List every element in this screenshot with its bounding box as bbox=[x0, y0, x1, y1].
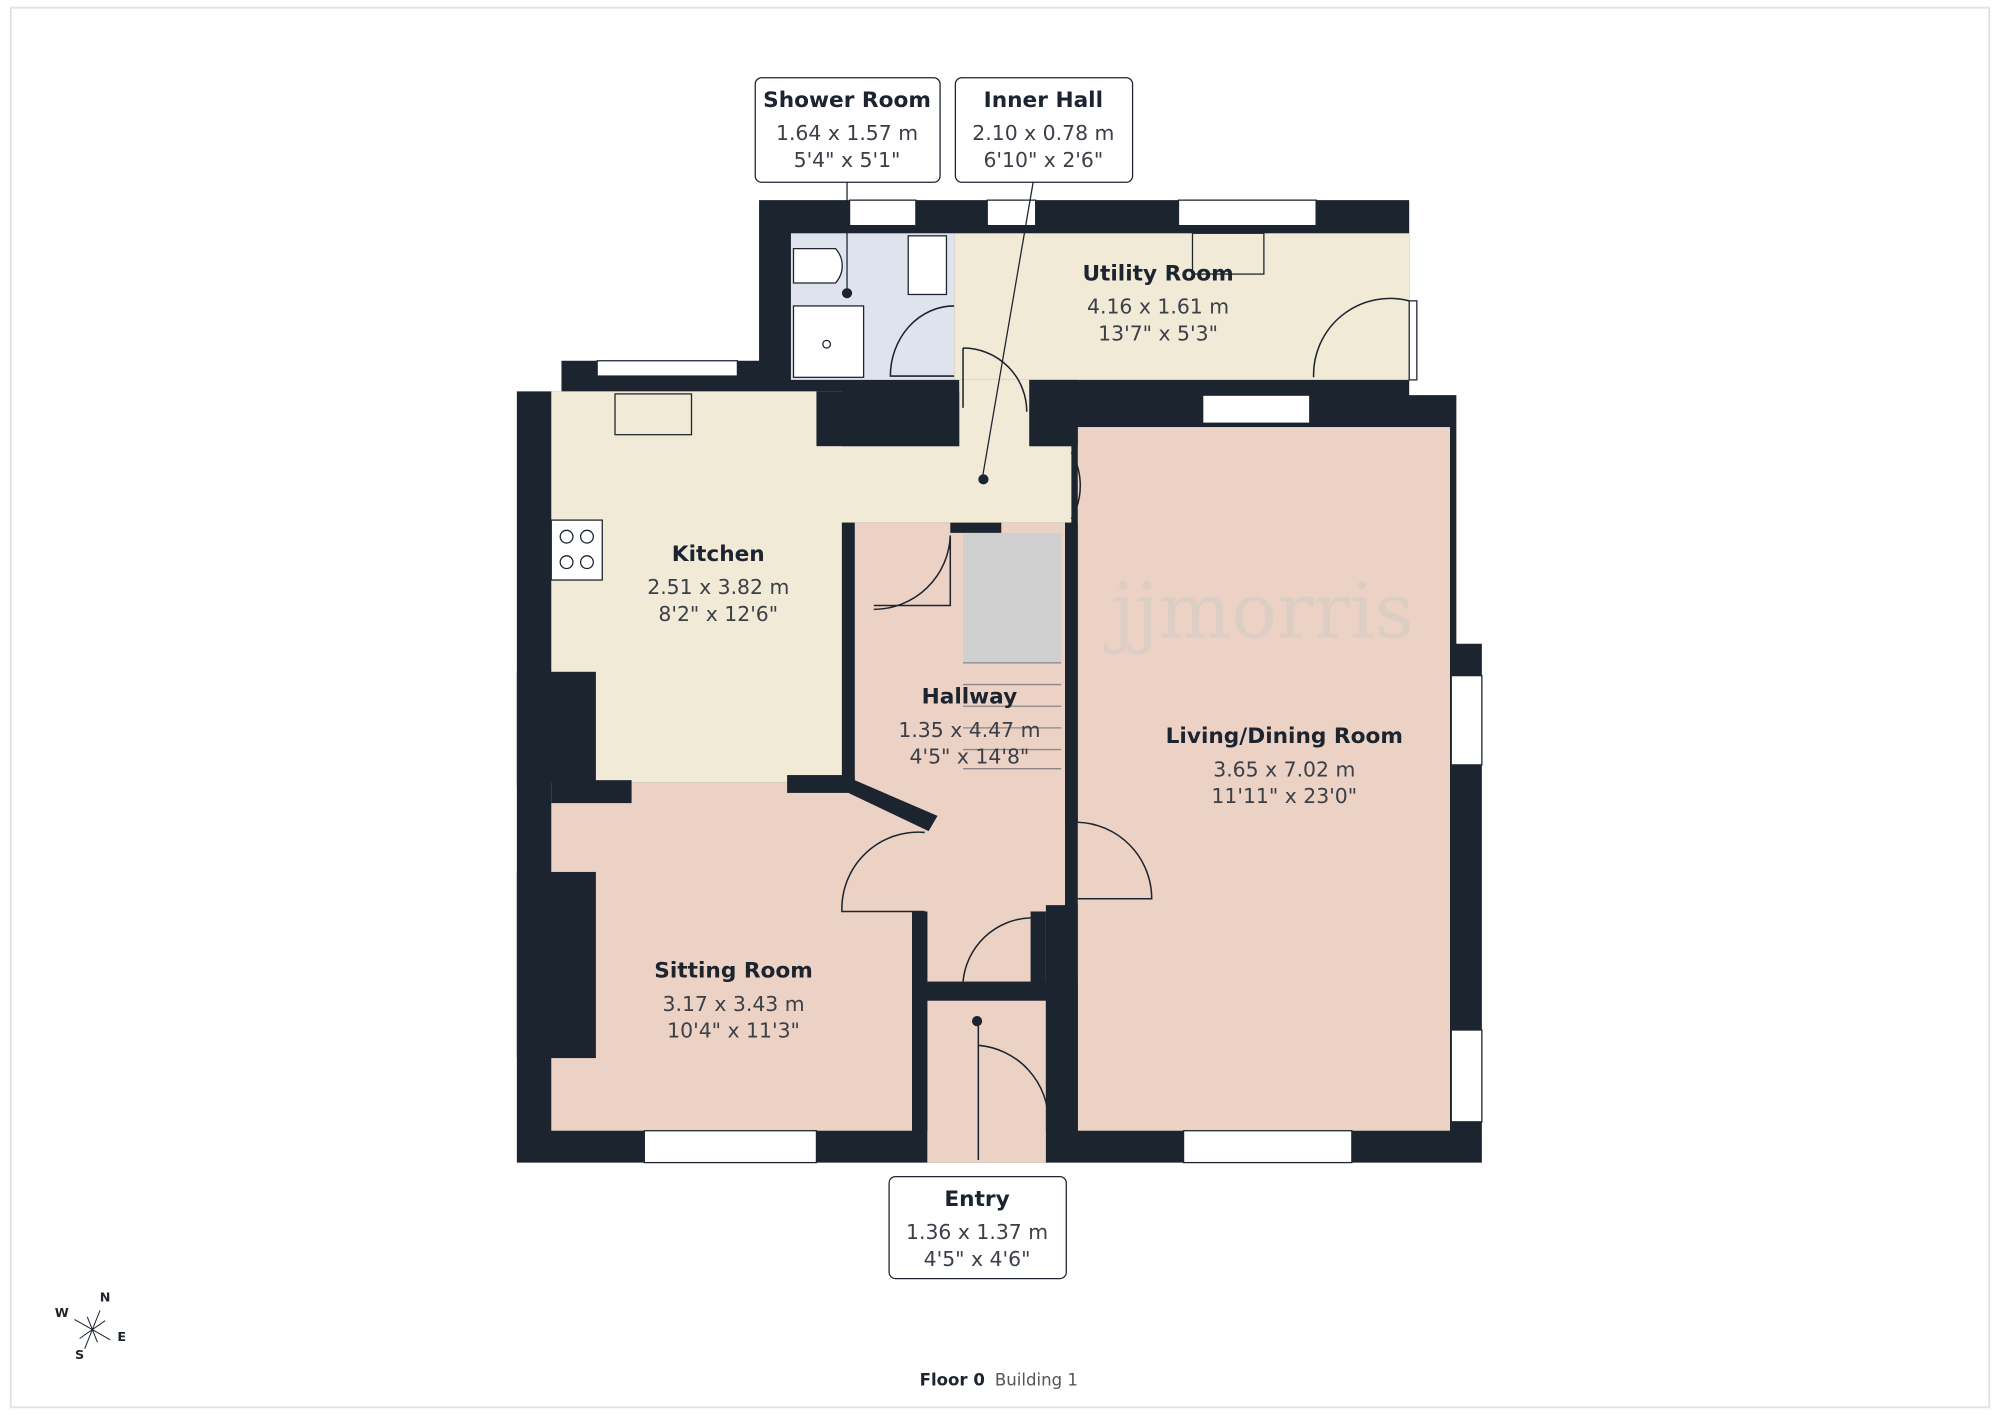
svg-text:8'2" x 12'6": 8'2" x 12'6" bbox=[658, 602, 778, 626]
compass-icon: N W E S bbox=[55, 1291, 126, 1363]
callout-shower-room: Shower Room 1.64 x 1.57 m 5'4" x 5'1" bbox=[754, 77, 941, 299]
room-label-kitchen: Kitchen 2.51 x 3.82 m 8'2" x 12'6" bbox=[647, 542, 789, 626]
svg-text:5'4" x 5'1": 5'4" x 5'1" bbox=[794, 148, 901, 172]
interior-walls bbox=[551, 379, 1078, 1131]
svg-text:4'5" x 14'8": 4'5" x 14'8" bbox=[910, 745, 1030, 769]
svg-text:S: S bbox=[75, 1348, 84, 1363]
inner-hall-neck bbox=[959, 379, 1030, 457]
svg-text:6'10" x 2'6": 6'10" x 2'6" bbox=[983, 148, 1103, 172]
room-fills bbox=[516, 233, 1450, 1163]
utility-floor bbox=[954, 233, 1410, 380]
svg-text:W: W bbox=[55, 1306, 69, 1321]
svg-text:Kitchen: Kitchen bbox=[672, 542, 765, 567]
svg-text:3.65 x 7.02 m: 3.65 x 7.02 m bbox=[1213, 757, 1355, 781]
room-label-sitting: Sitting Room 3.17 x 3.43 m 10'4" x 11'3" bbox=[654, 959, 813, 1043]
svg-text:2.10 x 0.78 m: 2.10 x 0.78 m bbox=[972, 121, 1114, 145]
room-label-living: Living/Dining Room 3.65 x 7.02 m 11'11" … bbox=[1166, 724, 1403, 808]
svg-text:1.36 x 1.37 m: 1.36 x 1.37 m bbox=[906, 1220, 1048, 1244]
inner-hall-floor bbox=[816, 446, 1072, 523]
svg-text:E: E bbox=[117, 1330, 126, 1345]
watermark: jjmorris bbox=[1103, 567, 1414, 656]
room-label-utility: Utility Room 4.16 x 1.61 m 13'7" x 5'3" bbox=[1082, 261, 1233, 345]
callout-entry: Entry 1.36 x 1.37 m 4'5" x 4'6" bbox=[888, 1015, 1067, 1280]
kitchen-wall-step bbox=[516, 671, 596, 787]
svg-text:3.17 x 3.43 m: 3.17 x 3.43 m bbox=[663, 992, 805, 1016]
building-label: Building 1 bbox=[995, 1371, 1078, 1390]
callout-inner-hall: Inner Hall 2.10 x 0.78 m 6'10" x 2'6" bbox=[954, 77, 1134, 485]
stairs bbox=[963, 532, 1062, 663]
svg-text:Hallway: Hallway bbox=[922, 685, 1018, 710]
kitchen-floor bbox=[551, 391, 842, 783]
svg-text:Entry: Entry bbox=[944, 1187, 1009, 1212]
svg-text:N: N bbox=[100, 1291, 111, 1306]
svg-text:Shower Room: Shower Room bbox=[763, 88, 931, 113]
sitting-wall bbox=[516, 871, 596, 1059]
svg-text:2.51 x 3.82 m: 2.51 x 3.82 m bbox=[647, 575, 789, 599]
fixtures bbox=[550, 232, 1410, 1161]
svg-text:11'11" x 23'0": 11'11" x 23'0" bbox=[1211, 784, 1357, 808]
windows bbox=[596, 199, 1483, 1164]
svg-text:Utility Room: Utility Room bbox=[1082, 261, 1233, 286]
room-label-hallway: Hallway 1.35 x 4.47 m 4'5" x 14'8" bbox=[898, 685, 1040, 769]
svg-text:13'7" x 5'3": 13'7" x 5'3" bbox=[1098, 321, 1218, 345]
svg-text:1.35 x 4.47 m: 1.35 x 4.47 m bbox=[898, 718, 1040, 742]
svg-text:4'5" x 4'6": 4'5" x 4'6" bbox=[924, 1247, 1031, 1271]
svg-text:4.16 x 1.61 m: 4.16 x 1.61 m bbox=[1087, 295, 1229, 319]
svg-text:Living/Dining Room: Living/Dining Room bbox=[1166, 724, 1403, 749]
svg-text:Inner Hall: Inner Hall bbox=[984, 88, 1103, 113]
entry-floor bbox=[927, 1000, 1046, 1163]
living-floor bbox=[1077, 427, 1450, 1131]
svg-text:1.64 x 1.57 m: 1.64 x 1.57 m bbox=[776, 121, 918, 145]
sitting-floor bbox=[551, 782, 913, 1131]
floor-label: Floor 0 bbox=[920, 1371, 985, 1390]
svg-text:10'4" x 11'3": 10'4" x 11'3" bbox=[667, 1019, 800, 1043]
svg-text:Sitting Room: Sitting Room bbox=[654, 959, 813, 984]
